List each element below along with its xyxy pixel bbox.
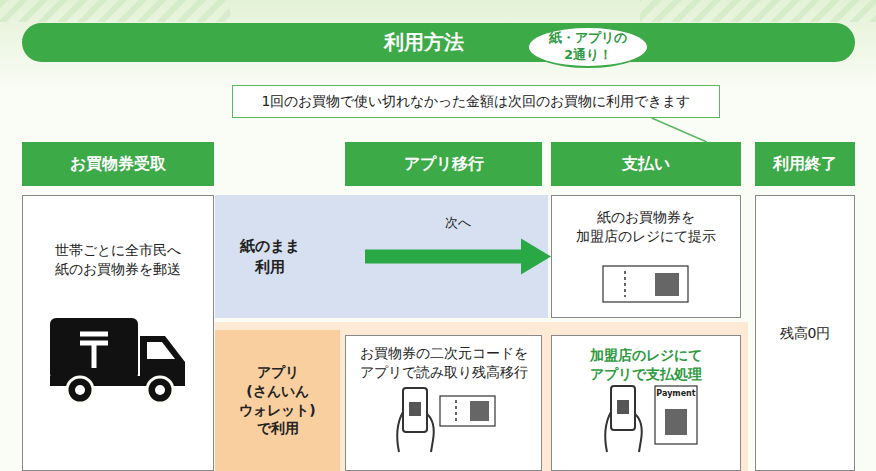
connector-line [365, 250, 524, 264]
box-ground [345, 335, 542, 471]
node-text: アプリ移行 [404, 153, 484, 175]
top-wash [0, 0, 876, 90]
truck-window [147, 342, 175, 359]
title-bar: 利用方法 [22, 23, 855, 62]
phone-code [617, 400, 629, 414]
phone-scan-icon [397, 388, 495, 452]
ticket-outline [440, 396, 495, 426]
ticket-perforation [455, 400, 457, 422]
node-text: 利用終了 [773, 153, 837, 175]
process-box: 残高0円 [755, 195, 855, 471]
column-header: 支払い [551, 142, 741, 186]
connector [652, 118, 707, 142]
ticket-code [470, 401, 489, 421]
phone [403, 388, 427, 432]
receipt-code [665, 409, 687, 435]
phone-pay-icon [605, 386, 697, 452]
node-text: 加盟店のレジにて アプリで支払処理 [571, 346, 721, 384]
stripe-band [640, 0, 876, 22]
node-text: お買物券受取 [70, 153, 166, 175]
stripe-band [0, 0, 230, 22]
phone [611, 386, 635, 430]
node-text: アプリ (さんいん ウォレット) で利用 [228, 363, 328, 439]
paper-ticket [603, 266, 688, 302]
ticket-outline [603, 266, 688, 302]
wheel [67, 377, 93, 403]
truck-cab [140, 336, 185, 380]
connector-line [652, 118, 707, 142]
callout-box: 1回のお買物で使い切れなかった金額は次回のお買物に利用できます [232, 85, 720, 118]
wheel-hub [75, 385, 85, 395]
badge-oval: 紙・アプリの 2通り！ [527, 26, 649, 68]
truck-icon [50, 318, 185, 403]
receipt-label: Payment [655, 390, 697, 399]
node-text: 1回のお買物で使い切れなかった金額は次回のお買物に利用できます [262, 92, 691, 111]
node-text: 紙のまま 利用 [235, 236, 305, 277]
postal-mark [80, 334, 108, 368]
app-row-band [215, 322, 748, 471]
node-text: 紙・アプリの 2通り！ [540, 30, 636, 64]
arrow-head [521, 239, 551, 275]
column-header: アプリ移行 [345, 142, 542, 186]
box-ground [551, 335, 741, 471]
receipt [655, 386, 697, 444]
row-label: アプリ (さんいん ウォレット) で利用 [215, 330, 340, 471]
row-label: 紙のまま 利用 [215, 195, 365, 318]
column-header: お買物券受取 [22, 142, 214, 186]
title: 利用方法 [384, 29, 464, 56]
phone-code [409, 402, 421, 416]
wheel [147, 377, 173, 403]
wheel-hub [155, 385, 165, 395]
node-text: 残高0円 [780, 324, 831, 343]
edge-label: 次へ [445, 214, 471, 232]
paper-row-band [215, 195, 548, 318]
node-text: 支払い [622, 153, 670, 175]
ticket-perforation [624, 271, 626, 297]
column-header: 利用終了 [755, 142, 855, 186]
connector [365, 239, 551, 275]
node-text: 紙のお買物券を 加盟店のレジにて提示 [566, 208, 726, 246]
truck-body [50, 318, 138, 380]
node-text: お買物券の二次元コードを アプリで読み取り残高移行 [354, 344, 534, 382]
node-text: 世帯ごとに全市民へ 紙のお買物券を郵送 [43, 241, 193, 279]
process-box: 加盟店のレジにて アプリで支払処理 [551, 335, 741, 471]
ticket-code [655, 273, 679, 296]
